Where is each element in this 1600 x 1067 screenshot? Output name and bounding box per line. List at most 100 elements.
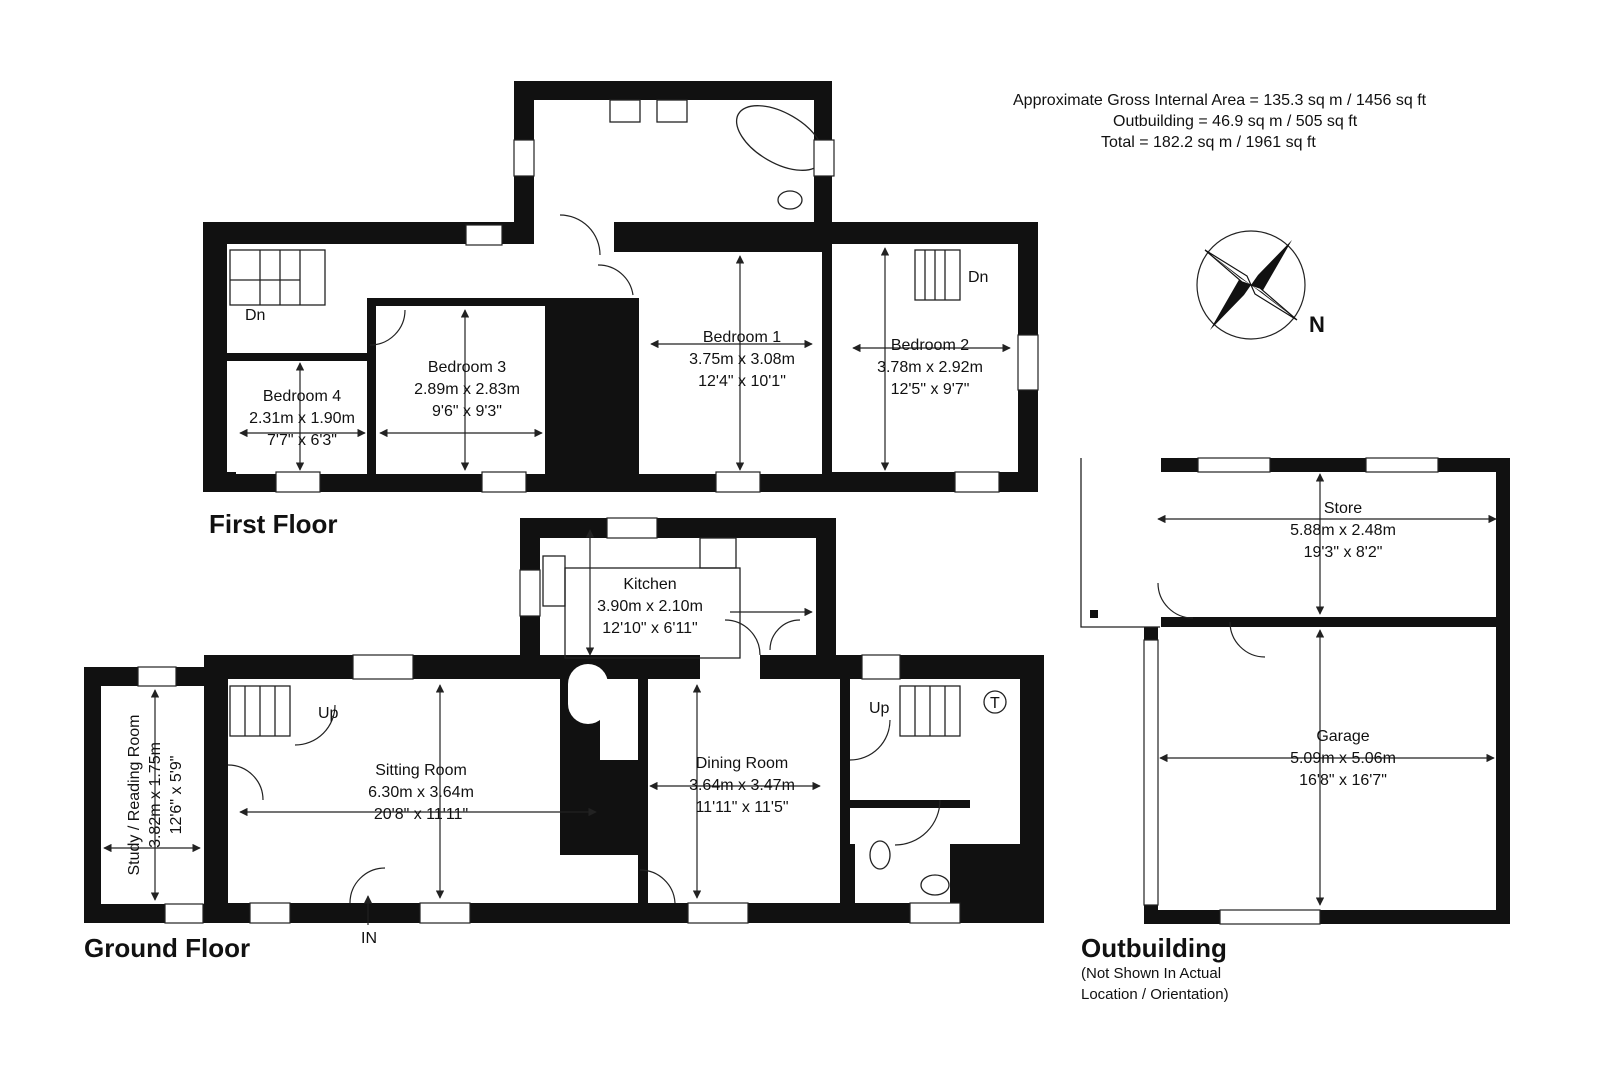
room-metric: 3.82m x 1.75m — [147, 742, 164, 848]
stairs-label: Dn — [245, 307, 265, 324]
room-imperial: 11'11" x 11'5" — [695, 799, 788, 816]
bathroom-doorway — [534, 215, 614, 250]
tank-icon — [983, 690, 1007, 714]
entrance-label: IN — [361, 930, 377, 947]
window — [813, 139, 835, 177]
room-metric: 5.88m x 2.48m — [1290, 522, 1396, 539]
window — [909, 902, 961, 924]
window — [1365, 457, 1439, 473]
room-name: Sitting Room — [375, 762, 467, 779]
wall — [1080, 458, 1160, 628]
room-name: Study / Reading Room — [126, 715, 143, 876]
window — [275, 471, 321, 493]
window — [687, 902, 749, 924]
door-swing — [294, 704, 336, 746]
room-metric: 3.90m x 2.10m — [597, 598, 703, 615]
dining-room — [648, 679, 840, 903]
window — [249, 902, 291, 924]
window — [715, 471, 761, 493]
door-swing — [639, 869, 676, 904]
room-name: Bedroom 4 — [263, 388, 341, 405]
door-swing — [597, 264, 634, 296]
door-swing — [1229, 621, 1266, 658]
door-swing — [1157, 582, 1194, 619]
outbuilding-plan — [1080, 457, 1510, 925]
first-floor-stairs-left — [229, 249, 326, 306]
room-imperial: 12'4" x 10'1" — [698, 373, 786, 390]
cloakroom — [855, 808, 950, 903]
first-floor-stairs-right — [914, 249, 961, 301]
wall — [367, 298, 551, 306]
chimney-breast — [545, 298, 639, 474]
outbuilding-title: Outbuilding — [1081, 933, 1227, 963]
room-imperial: 12'5" x 9'7" — [891, 381, 970, 398]
area-summary-line-1: Approximate Gross Internal Area = 135.3 … — [1013, 92, 1427, 109]
room-imperial: 20'8" x 11'11" — [374, 806, 468, 823]
door-swing — [769, 619, 801, 651]
stairs-label: Up — [869, 700, 890, 717]
compass-rose-icon — [1196, 230, 1306, 340]
door-swing — [349, 867, 386, 904]
wall — [840, 679, 850, 799]
tank-label: T — [990, 695, 1000, 712]
bedroom-1 — [639, 252, 822, 474]
door-swing — [227, 764, 264, 801]
room-metric: 3.75m x 3.08m — [689, 351, 795, 368]
door-swing — [724, 619, 761, 656]
ground-floor-plan — [84, 517, 1044, 925]
wall — [614, 244, 824, 252]
area-summary-line-3: Total = 182.2 sq m / 1961 sq ft — [1101, 134, 1316, 151]
room-imperial: 9'6" x 9'3" — [432, 403, 502, 420]
first-floor-room-labels: Bedroom 1 3.75m x 3.08m 12'4" x 10'1" Be… — [249, 329, 983, 449]
room-metric: 2.89m x 2.83m — [414, 381, 520, 398]
room-imperial: 12'6" x 5'9" — [168, 756, 185, 835]
post-icon — [1090, 610, 1098, 618]
room-name: Bedroom 3 — [428, 359, 506, 376]
basin-icon — [920, 874, 950, 896]
area-summary-line-2: Outbuilding = 46.9 sq m / 505 sq ft — [1113, 113, 1358, 130]
store — [1158, 472, 1496, 617]
kitchen-worktop — [564, 567, 741, 659]
room-metric: 6.30m x 3.64m — [368, 784, 474, 801]
window — [164, 903, 204, 924]
room-metric: 5.09m x 5.06m — [1290, 750, 1396, 767]
outbuilding-note-line-2: Location / Orientation) — [1081, 986, 1229, 1003]
window — [481, 471, 527, 493]
garage-door — [1143, 639, 1159, 906]
window — [1219, 909, 1321, 925]
window — [465, 224, 503, 246]
room-metric: 2.31m x 1.90m — [249, 410, 355, 427]
window — [861, 654, 901, 680]
window — [1017, 334, 1039, 391]
ground-floor-stairs-right — [899, 685, 961, 737]
stairs-label: Up — [318, 705, 339, 722]
wall — [367, 298, 376, 474]
room-name: Store — [1324, 500, 1362, 517]
room-imperial: 16'8" x 16'7" — [1299, 772, 1387, 789]
wall — [227, 353, 367, 361]
garage — [1158, 627, 1496, 910]
wall — [822, 244, 832, 474]
door-swing — [559, 214, 601, 256]
window — [519, 569, 541, 617]
study-room-labels: Study / Reading Room 3.82m x 1.75m 12'6"… — [126, 715, 185, 876]
room-name: Bedroom 1 — [703, 329, 781, 346]
door-swing — [369, 309, 406, 346]
outbuilding-room-labels: Store 5.88m x 2.48m 19'3" x 8'2" Garage … — [1290, 500, 1396, 789]
door-swing — [849, 719, 891, 761]
room-name: Kitchen — [623, 576, 676, 593]
room-imperial: 7'7" x 6'3" — [267, 432, 337, 449]
toilet-icon — [869, 840, 891, 870]
room-metric: 3.78m x 2.92m — [877, 359, 983, 376]
window — [419, 902, 471, 924]
window — [606, 517, 658, 539]
first-floor-title: First Floor — [209, 509, 338, 539]
basin-icon — [656, 99, 688, 123]
ground-floor-room-labels: Kitchen 3.90m x 2.10m 12'10" x 6'11" Sit… — [368, 576, 795, 823]
window — [954, 471, 1000, 493]
ground-floor-stairs-left — [229, 685, 291, 737]
window — [352, 654, 414, 680]
outbuilding-note-line-1: (Not Shown In Actual — [1081, 965, 1221, 982]
first-floor-plan — [203, 81, 1039, 493]
